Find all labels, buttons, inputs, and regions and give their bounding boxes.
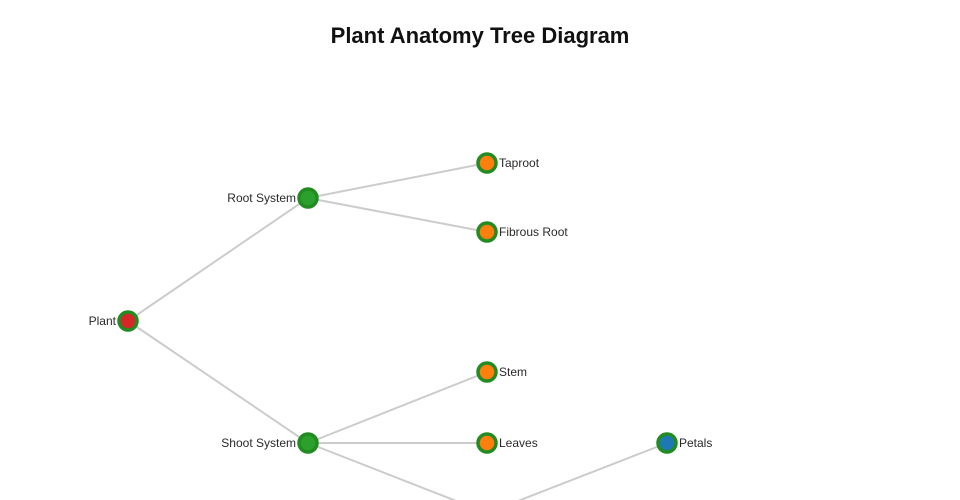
node-fibrous-root[interactable] [476,221,498,243]
edge-root-system-to-taproot [307,162,488,199]
node-label-leaves: Leaves [499,436,538,450]
node-taproot[interactable] [476,152,498,174]
node-label-stem: Stem [499,365,527,379]
node-plant[interactable] [117,310,139,332]
node-label-shoot-system: Shoot System [221,436,296,450]
node-stem[interactable] [476,361,498,383]
edge-root-system-to-fibrous-root [307,197,488,233]
node-shoot-system[interactable] [297,432,319,454]
node-label-taproot: Taproot [499,156,540,170]
node-petals[interactable] [656,432,678,454]
chart-title: Plant Anatomy Tree Diagram [330,23,630,48]
edge-offscreen-junction-to-petals [517,442,668,500]
node-label-plant: Plant [89,314,117,328]
node-leaves[interactable] [476,432,498,454]
edge-plant-to-shoot-system [127,320,309,444]
edge-shoot-system-to-stem [307,371,488,444]
node-label-petals: Petals [679,436,712,450]
node-root-system[interactable] [297,187,319,209]
node-label-fibrous-root: Fibrous Root [499,225,568,239]
edge-plant-to-root-system [127,197,309,322]
edge-shoot-system-to-offscreen-junction [307,442,457,500]
node-label-root-system: Root System [227,191,296,205]
